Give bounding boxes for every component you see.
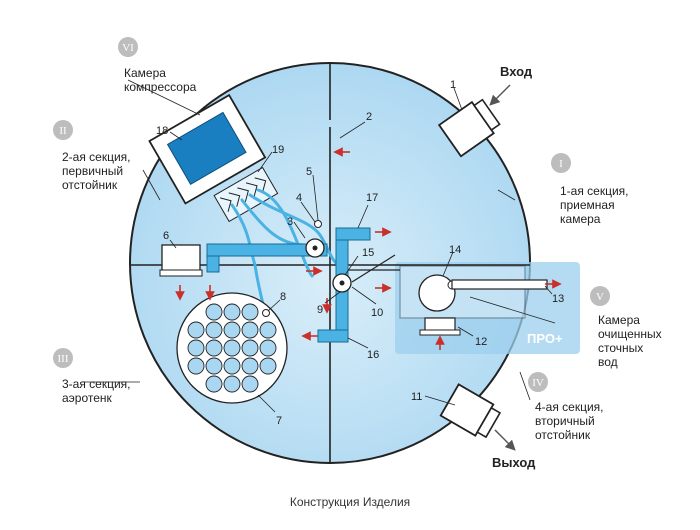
callout-18: 18 [156,125,168,137]
aerator-hole [205,321,223,339]
callout-9: 9 [317,304,323,316]
compressor-unit [166,111,247,186]
inlet-box [437,98,501,158]
section-v-line-3: сточных [598,341,643,355]
callout-17: 17 [366,192,378,204]
outlet-flow-arrow [494,429,516,451]
transfer-pipe-10 [351,254,396,283]
section-ii-line-3: отстойник [62,178,118,192]
leader-lines [82,79,556,413]
section-iv-line-2: вторичный [535,414,595,428]
inlet-flow-arrow [489,84,511,106]
pump-6 [161,244,201,274]
aerator-hole [187,339,205,357]
uv-unit-12 [419,317,461,336]
section-vi-line-2: компрессора [124,80,197,94]
airlift-duct-16 [317,289,349,343]
aerator-hole [205,375,223,393]
callout-11: 11 [411,391,422,403]
outlet-box [439,383,502,439]
aerator-hole [241,321,259,339]
callout-7: 7 [276,415,282,427]
section-iv-line-3: отстойник [535,428,591,442]
inlet-label: Вход [500,64,533,79]
aerator-hole [241,339,259,357]
aerator-hole [223,303,241,321]
badge-v [590,286,610,306]
svg-text:VI: VI [122,42,134,54]
callout-4: 4 [296,192,302,204]
aerator-disk [176,292,288,404]
svg-text:V: V [596,291,604,303]
aerator-hole [223,339,241,357]
svg-text:II: II [59,125,67,137]
aerator-hole [223,321,241,339]
outlet-label: Выход [492,455,536,470]
callout-numbers: 1 2 3 4 5 6 7 8 9 10 11 12 13 14 15 16 1… [156,79,564,427]
flow-arrows [175,147,562,350]
callout-8: 8 [280,291,286,303]
badge-ii [53,120,73,140]
airlift-duct-6 [206,243,328,273]
callout-19: 19 [272,144,284,156]
section-i-line-3: камера [560,212,601,226]
section-v-line-4: вод [598,355,618,369]
section-badges: VI II I V III IV [53,37,610,392]
pro-badge: ПРО+ [527,331,563,346]
section-labels: Камера компрессора 2-ая секция, первичны… [62,66,662,442]
figure-caption: Конструкция Изделия [290,495,410,509]
aerator-hole [187,321,205,339]
callout-13: 13 [552,293,564,305]
badge-i [551,153,571,173]
section-ii-line-2: первичный [62,164,123,178]
aerator-hole [259,357,277,375]
section-vi-line-1: Камера [124,66,166,80]
aerator-hole [241,357,259,375]
section-iii-line-2: аэротенк [62,391,113,405]
treated-water-pump-14 [399,265,548,319]
badge-iv [528,372,548,392]
callout-2: 2 [366,111,372,123]
callout-3: 3 [287,216,293,228]
aerator-hole [241,303,259,321]
aerator-hole [241,375,259,393]
float-4 [314,220,322,228]
section-i-line-1: 1-ая секция, [560,184,629,198]
section-v-line-2: очищенных [598,327,662,341]
callout-1: 1 [450,79,456,91]
aerator-hole [205,357,223,375]
callout-10: 10 [371,307,383,319]
aerator-hole [259,339,277,357]
aerator-hole [205,303,223,321]
aerator-8 [262,309,270,317]
svg-text:III: III [58,353,69,365]
svg-text:IV: IV [532,377,544,389]
compressor-chamber [148,93,267,205]
aerator-hole [223,357,241,375]
callout-14: 14 [449,244,461,256]
callout-15: 15 [362,247,374,259]
aerator-hole [223,375,241,393]
callout-5: 5 [306,166,312,178]
callout-6: 6 [163,230,169,242]
section-ii-line-1: 2-ая секция, [62,150,131,164]
section-iii-line-1: 3-ая секция, [62,377,131,391]
section-i-line-2: приемная [560,198,615,212]
svg-text:I: I [559,158,563,170]
aerator-hole [259,321,277,339]
badge-vi [118,37,138,57]
air-valve-block [213,166,279,223]
badge-iii [53,348,73,368]
section-iv-line-1: 4-ая секция, [535,400,604,414]
aerator-hole [205,339,223,357]
aerator-hole [187,357,205,375]
callout-12: 12 [475,336,487,348]
section-v-line-1: Камера [598,313,640,327]
callout-16: 16 [367,349,379,361]
